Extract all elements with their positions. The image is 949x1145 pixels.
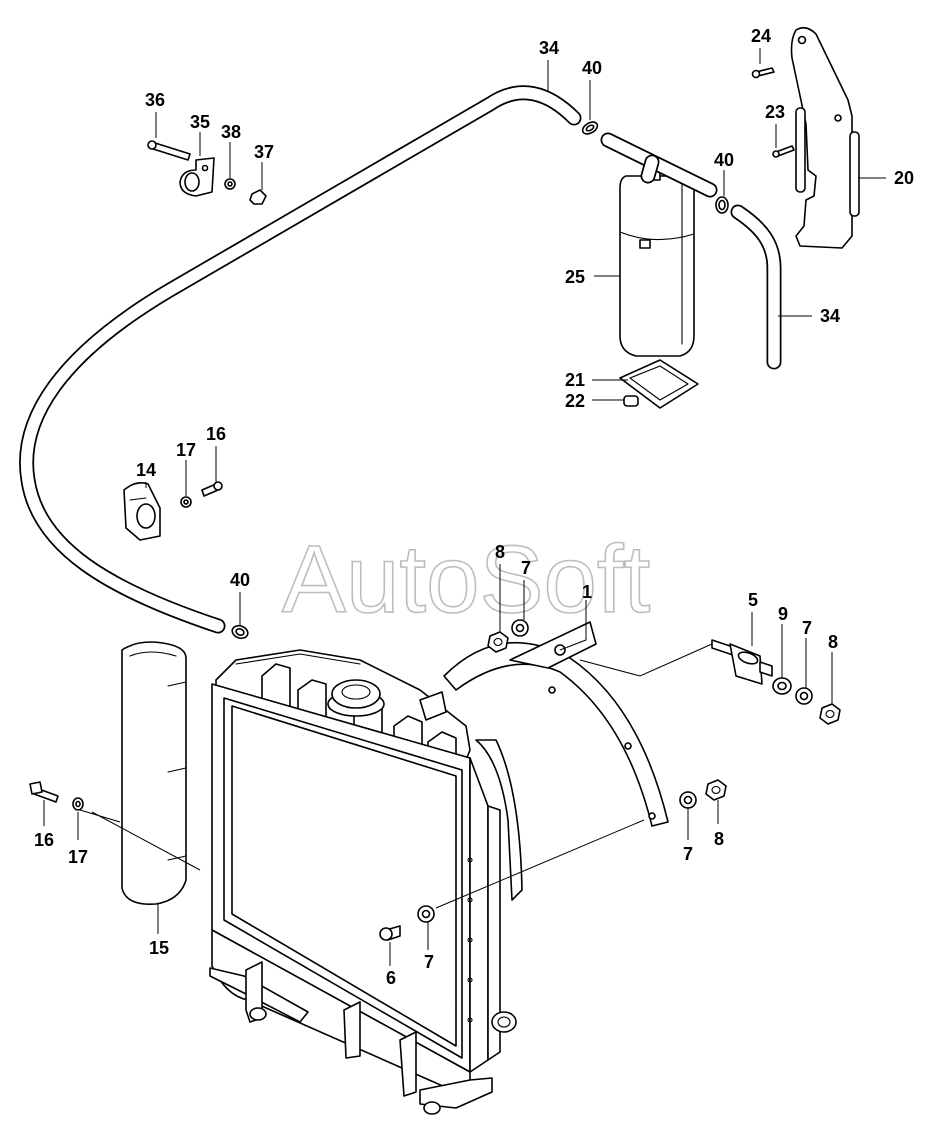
bolt-24 bbox=[751, 67, 775, 79]
hose-clamp-40-right bbox=[715, 196, 729, 214]
callout-34-right: 34 bbox=[820, 306, 840, 326]
callout-37: 37 bbox=[254, 142, 274, 162]
t-connector bbox=[600, 132, 718, 198]
clamp-35 bbox=[179, 157, 215, 197]
nut-8-shroud bbox=[705, 779, 727, 801]
callout-38: 38 bbox=[221, 122, 241, 142]
callout-34-top: 34 bbox=[539, 38, 559, 58]
washer-17-upper bbox=[180, 496, 192, 508]
rubber-mount-5 bbox=[711, 639, 773, 685]
callout-9: 9 bbox=[778, 604, 788, 624]
callout-6: 6 bbox=[386, 968, 396, 988]
hose-34-short bbox=[730, 204, 782, 370]
callout-8-shroud: 8 bbox=[714, 829, 724, 849]
callout-21: 21 bbox=[565, 370, 585, 390]
clip-22 bbox=[623, 395, 639, 407]
callout-16-upper: 16 bbox=[206, 424, 226, 444]
callout-40-right: 40 bbox=[714, 150, 734, 170]
callout-40-bottom: 40 bbox=[230, 570, 250, 590]
bracket-pin-right bbox=[849, 131, 860, 217]
bracket-pin-left bbox=[795, 107, 806, 193]
callout-5: 5 bbox=[748, 590, 758, 610]
clamp-14 bbox=[123, 482, 161, 541]
callout-7-right: 7 bbox=[802, 618, 812, 638]
bracket-20 bbox=[790, 26, 853, 249]
nut-37 bbox=[249, 189, 267, 205]
callout-1: 1 bbox=[582, 582, 592, 602]
callout-17-upper: 17 bbox=[176, 440, 196, 460]
callout-25: 25 bbox=[565, 267, 585, 287]
watermark: AutoSoft bbox=[282, 526, 650, 633]
callout-8-right: 8 bbox=[828, 632, 838, 652]
hose-clamp-40-bottom bbox=[231, 624, 249, 640]
callout-24: 24 bbox=[751, 26, 771, 46]
callout-14: 14 bbox=[136, 460, 156, 480]
washer-7-shroud bbox=[679, 791, 697, 809]
callout-36: 36 bbox=[145, 90, 165, 110]
washer-17-lower bbox=[72, 797, 84, 811]
leader-lines bbox=[43, 48, 886, 966]
bolt-16-upper bbox=[201, 481, 223, 497]
callout-16-lower: 16 bbox=[34, 830, 54, 850]
hose-clamp-40-top bbox=[581, 121, 599, 135]
callout-7-shroud: 7 bbox=[683, 844, 693, 864]
callout-22: 22 bbox=[565, 391, 585, 411]
callout-40-top: 40 bbox=[582, 58, 602, 78]
washer-7-top bbox=[511, 619, 529, 637]
washer-38 bbox=[224, 178, 236, 190]
hose-34-long bbox=[19, 85, 582, 634]
bolt-23 bbox=[772, 145, 795, 158]
bolt-16-lower bbox=[29, 781, 59, 803]
callout-labels: 34 40 24 36 35 38 37 23 40 20 25 34 21 2… bbox=[34, 26, 914, 988]
expansion-tank-25 bbox=[619, 167, 695, 357]
washer-7-right bbox=[795, 687, 813, 705]
nut-8-top bbox=[487, 631, 509, 653]
side-guard-15 bbox=[121, 641, 187, 905]
strap-21 bbox=[619, 359, 699, 409]
callout-7-bottom: 7 bbox=[424, 952, 434, 972]
callout-8-top: 8 bbox=[495, 542, 505, 562]
bolt-36 bbox=[147, 140, 191, 161]
washer-7-bottom bbox=[417, 905, 435, 923]
callout-23: 23 bbox=[765, 102, 785, 122]
nut-8-right bbox=[819, 703, 841, 725]
callout-20: 20 bbox=[894, 168, 914, 188]
radiator bbox=[209, 649, 517, 1115]
callout-35: 35 bbox=[190, 112, 210, 132]
callout-7-top: 7 bbox=[521, 558, 531, 578]
callout-17-lower: 17 bbox=[68, 847, 88, 867]
bolt-6 bbox=[379, 925, 401, 941]
callout-15: 15 bbox=[149, 938, 169, 958]
washer-9 bbox=[772, 677, 792, 695]
